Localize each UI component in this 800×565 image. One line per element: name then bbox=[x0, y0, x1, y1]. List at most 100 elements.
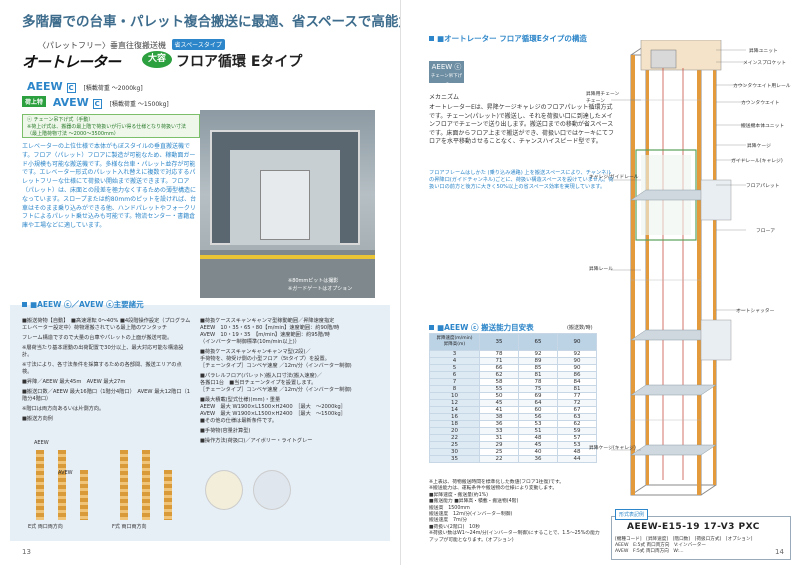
row-height-cell: 30 bbox=[429, 448, 480, 456]
capacity-cell: 86 bbox=[557, 371, 597, 379]
rack-diagram-e: AEEW AVEW E式 両口両方向 bbox=[28, 440, 98, 530]
rack-column bbox=[80, 470, 88, 520]
model-aeew-name: AEEW bbox=[27, 80, 63, 93]
row-height-cell: 8 bbox=[429, 385, 480, 393]
capacity-cell: 29 bbox=[479, 441, 519, 449]
spec-right-column: ■荷扱ケーススキャンキャンマ型稼動範囲／昇降速度指定 AEEW 10・35・65… bbox=[200, 318, 380, 448]
capacity-cell: 84 bbox=[557, 378, 597, 386]
capacity-cell: 69 bbox=[518, 392, 558, 400]
rack-column bbox=[120, 450, 128, 520]
right-page: ■オートレーター フロア循環Eタイプの構造 AEEW ⓒ チェーン吊下げ式 メカ… bbox=[400, 0, 800, 565]
capacity-cell: 66 bbox=[479, 364, 519, 372]
model-code-box bbox=[611, 516, 791, 560]
spec-item: ■パラレルフロア(パレット)搬入口寸法(搬入速度)／ bbox=[200, 373, 322, 379]
spec-item: ■荷扱ケーススキャンキャンマ型稼動範囲／昇降速度指定 bbox=[200, 318, 335, 324]
swatch-ivory bbox=[205, 470, 243, 510]
row-height-cell: 20 bbox=[429, 427, 480, 435]
product-category: 〈パレットフリー〉垂直往復搬送機 省スペースタイプ bbox=[38, 39, 225, 51]
table-header-row: 昇降速度(m/min) 昇降高(m) 35 65 90 bbox=[429, 333, 597, 351]
model-avew: 荷上特 AVEW C [積載荷重 〜1500kg] bbox=[22, 96, 169, 109]
page-number-left: 13 bbox=[22, 548, 31, 556]
diagram-label: 昇降レール bbox=[589, 267, 613, 272]
spec-item: ■搬送方向例 bbox=[22, 416, 53, 422]
mechanism-title: メカニズム bbox=[429, 94, 460, 101]
model-code: AEEW-E15-19 17-V3 PXC bbox=[627, 522, 760, 532]
spec-item: ■手荷物(容量計算型) bbox=[200, 428, 251, 434]
spec-item: フレーム構造ですので大量の台車やパレットの上面が搬送可能。 bbox=[22, 335, 173, 341]
rack-label-avew: AVEW bbox=[58, 470, 73, 476]
color-swatches bbox=[205, 470, 325, 515]
model-avew-name: AVEW bbox=[52, 96, 89, 109]
capacity-cell: 25 bbox=[479, 448, 519, 456]
capacity-cell: 78 bbox=[479, 350, 519, 358]
spec-heading: ■AEEW ⓒ／AVEW ⓒ主要諸元 bbox=[22, 299, 144, 310]
diagram-label: メインスプロケット bbox=[743, 61, 787, 66]
table-col-header: 65 bbox=[518, 333, 558, 351]
spec-item: ※階口は両方向あるいは片側方向。 bbox=[22, 406, 105, 412]
capacity-cell: 62 bbox=[557, 420, 597, 428]
capacity-cell: 90 bbox=[557, 364, 597, 372]
capacity-cell: 59 bbox=[557, 427, 597, 435]
spec-item: ■その他の仕様は最新条件です。 bbox=[200, 418, 278, 424]
diagram-label: キャレジ/ガイドレール bbox=[589, 175, 639, 180]
rack-caption-f: F式 両口両方向 bbox=[112, 524, 147, 530]
model-aeew-load: [積載荷重 〜2000kg] bbox=[83, 85, 143, 92]
brand-oval-badge: 大容 bbox=[142, 51, 172, 68]
photo-caption-1: ※80mmピットは撮影 bbox=[288, 278, 339, 284]
capacity-cell: 60 bbox=[518, 406, 558, 414]
diagram-label: カウンタウエイト用レール bbox=[733, 84, 791, 89]
capacity-cell: 36 bbox=[518, 455, 558, 463]
rack-column bbox=[36, 450, 44, 520]
capacity-cell: 72 bbox=[557, 399, 597, 407]
capacity-cell: 58 bbox=[479, 378, 519, 386]
capacity-cell: 53 bbox=[518, 420, 558, 428]
diagram-label: 搬送機本体ユニット bbox=[741, 124, 785, 129]
page-headline: 多階層での台車・パレット複合搬送に最適、省スペースで高能力。 bbox=[22, 14, 426, 30]
row-height-cell: 25 bbox=[429, 441, 480, 449]
capacity-cell: 48 bbox=[518, 434, 558, 442]
diagram-label: フロアパレット bbox=[746, 184, 780, 189]
capacity-cell: 92 bbox=[518, 350, 558, 358]
capacity-cell: 57 bbox=[557, 434, 597, 442]
capacity-cell: 77 bbox=[557, 392, 597, 400]
row-height-cell: 14 bbox=[429, 406, 480, 414]
diagram-label: 昇降用チェーン bbox=[586, 92, 620, 97]
row-height-cell: 18 bbox=[429, 420, 480, 428]
brand-name: オートレーター bbox=[22, 53, 121, 71]
photo-cargo bbox=[260, 170, 310, 240]
diagram-label: チェーン bbox=[586, 99, 605, 104]
capacity-cell: 89 bbox=[518, 357, 558, 365]
capacity-cell: 44 bbox=[557, 455, 597, 463]
capacity-cell: 55 bbox=[479, 385, 519, 393]
row-height-cell: 22 bbox=[429, 434, 480, 442]
model-code-legend: [機種コード] [昇降速度] [階口数] [荷扱口方式] [オプション] AEE… bbox=[615, 537, 753, 554]
row-height-cell: 5 bbox=[429, 364, 480, 372]
product-logo: オートレーター 大容 フロア循環 Eタイプ bbox=[20, 51, 302, 71]
row-height-cell: 35 bbox=[429, 455, 480, 463]
mini-logo-name: AEEW ⓒ bbox=[431, 63, 462, 71]
spec-item: 各搬口1台 ■当日チェーンタイプを設置します。 bbox=[200, 380, 317, 386]
capacity-cell: 45 bbox=[518, 441, 558, 449]
capacity-cell: 78 bbox=[518, 378, 558, 386]
table-col-header: 35 bbox=[479, 333, 519, 351]
capacity-cell: 90 bbox=[557, 357, 597, 365]
model-aeew: AEEW C [積載荷重 〜2000kg] bbox=[27, 80, 143, 93]
table-col-header: 90 bbox=[557, 333, 597, 351]
capacity-cell: 67 bbox=[557, 406, 597, 414]
diagram-label: ガイドレール(キャレジ) bbox=[731, 159, 783, 164]
floor-frame-note: フロアフレームはしかた (乗り込み通路) 上を搬送スペースにより、チャンネルの昇… bbox=[429, 170, 614, 191]
product-photo: ※80mmピットは撮影 ※ガードゲートはオプション bbox=[200, 110, 375, 298]
model-aeew-badge: C bbox=[66, 83, 76, 93]
row-height-cell: 3 bbox=[429, 350, 480, 358]
capacity-cell: 33 bbox=[479, 427, 519, 435]
